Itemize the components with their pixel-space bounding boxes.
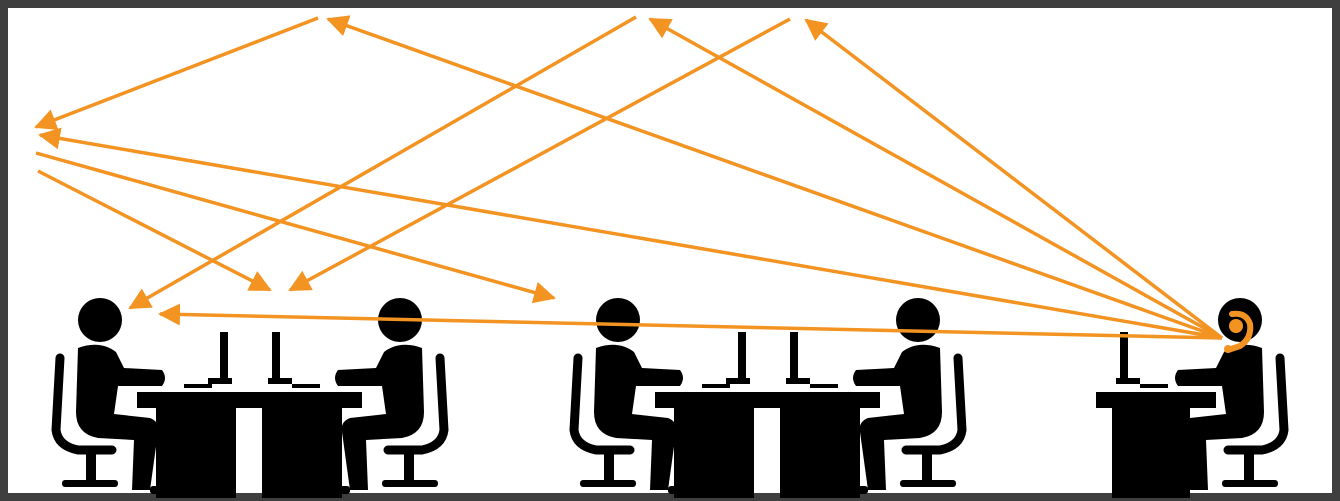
office-chair-icon bbox=[900, 353, 967, 487]
arrow-icon bbox=[158, 303, 1223, 340]
arrow-icon bbox=[648, 17, 1223, 340]
monitor-icon bbox=[702, 332, 750, 388]
workstation-middle bbox=[569, 298, 967, 498]
office-chair-icon bbox=[382, 353, 449, 487]
headset-icon bbox=[1224, 310, 1254, 353]
desk-icon bbox=[137, 392, 362, 498]
person-icon bbox=[1164, 298, 1264, 494]
office-chair-icon bbox=[51, 353, 118, 487]
desk-icon bbox=[655, 392, 880, 498]
monitor-icon bbox=[1116, 332, 1168, 388]
arrow-icon bbox=[38, 127, 1223, 340]
person-icon bbox=[76, 298, 176, 494]
office-chair-icon bbox=[569, 353, 636, 487]
sound-reflection-arrows bbox=[34, 15, 1224, 340]
arrow-icon bbox=[804, 18, 1224, 340]
arrow-icon bbox=[288, 17, 791, 292]
monitor-icon bbox=[184, 332, 232, 388]
arrow-icon bbox=[34, 16, 319, 131]
desk-icon bbox=[1096, 392, 1216, 498]
office-chair-icon bbox=[1222, 353, 1289, 487]
person-icon bbox=[594, 298, 694, 494]
arrow-icon bbox=[37, 169, 272, 292]
monitor-icon bbox=[786, 332, 838, 388]
arrow-icon bbox=[326, 15, 1223, 340]
office-figures bbox=[51, 298, 1289, 498]
arrow-icon bbox=[35, 151, 556, 304]
workstation-right bbox=[1096, 298, 1289, 498]
monitor-icon bbox=[268, 332, 320, 388]
